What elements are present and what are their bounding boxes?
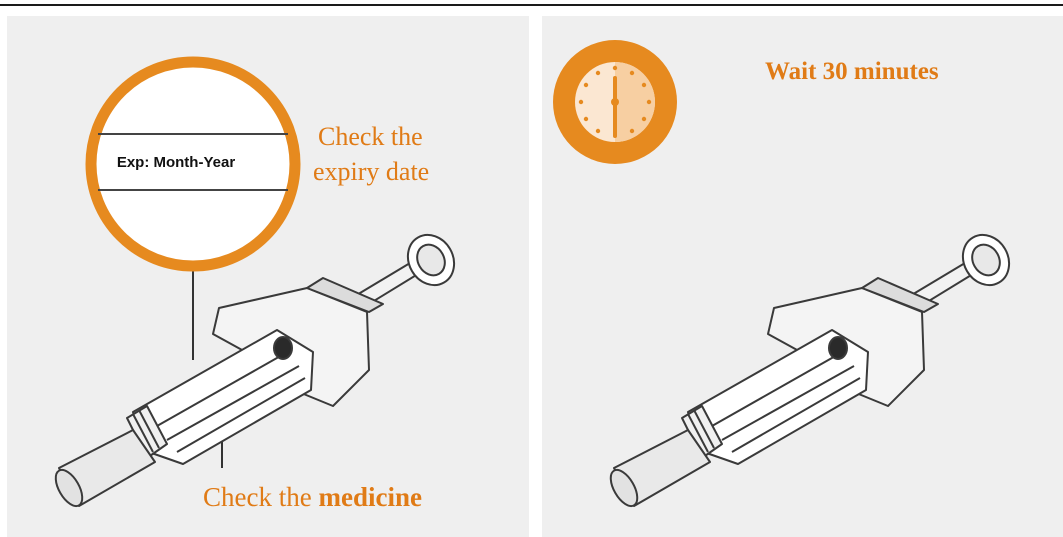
wait-caption: Wait 30 minutes — [765, 58, 939, 86]
expiry-caption-line2: expiry date — [313, 157, 429, 187]
medicine-caption-bold: medicine — [318, 482, 421, 512]
syringe-illustration-right — [542, 16, 1063, 537]
syringe-illustration-left — [7, 16, 529, 537]
syringe-icon — [605, 226, 1018, 510]
top-rule — [0, 4, 1063, 6]
medicine-caption-prefix: Check the — [203, 482, 312, 512]
medicine-caption: Check the medicine — [203, 482, 422, 513]
expiry-caption-line1: Check the — [318, 122, 423, 152]
syringe-icon — [50, 226, 463, 510]
clock-icon — [553, 40, 677, 164]
panel-wait: Wait 30 minutes — [542, 16, 1063, 537]
panel-check-syringe: Exp: Month-Year Check the expiry date Ch… — [7, 16, 529, 537]
expiry-label-text: Exp: Month-Year — [93, 154, 259, 171]
